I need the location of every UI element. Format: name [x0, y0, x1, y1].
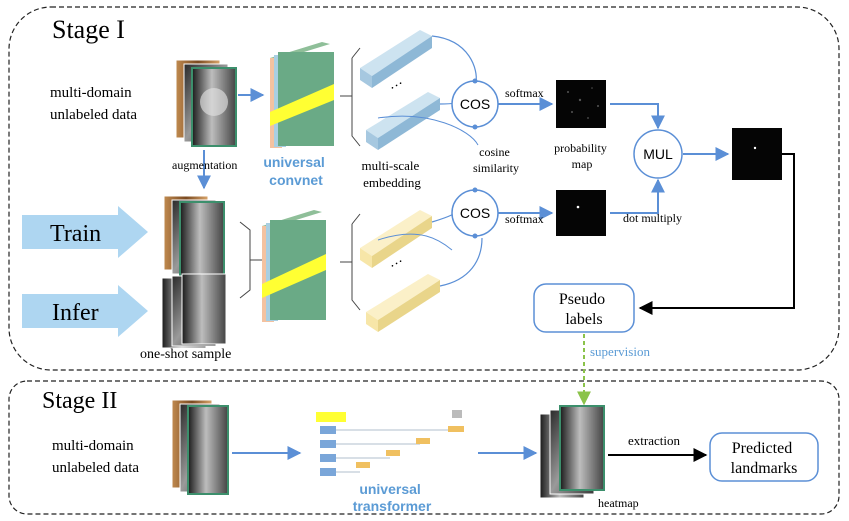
stage2-input-label: multi-domain unlabeled data: [52, 438, 139, 476]
pseudo-labels-box: [533, 283, 635, 333]
bracket-lower: [239, 221, 262, 299]
lower-map-point: [576, 205, 580, 209]
one-shot-label: one-shot sample: [140, 347, 231, 362]
cos-node-upper: COS: [451, 78, 499, 130]
arrow-prob-to-mul: [610, 103, 665, 130]
embedding-upper-2: [366, 92, 440, 150]
embedding-lower-1: [360, 210, 432, 268]
arrow-output-to-pseudo: [638, 153, 795, 315]
lower-map-image: [556, 190, 606, 236]
predicted-landmarks-text: Predicted landmarks: [731, 440, 798, 477]
probability-map-noise: [567, 87, 599, 119]
convnet-label: universal convnet: [263, 154, 328, 188]
embedding-label: multi-scale embedding: [361, 158, 422, 190]
embedding-upper-1: [360, 30, 432, 88]
extraction-label: extraction: [628, 433, 680, 448]
curve-embed-cos-lower-b: [439, 237, 483, 287]
cos-node-lower: COS: [451, 187, 499, 239]
cosine-label: cosine similarity: [473, 145, 519, 175]
stage2-frame: [8, 380, 840, 515]
one-shot-image-stack: [161, 273, 227, 349]
stage2-title: Stage II: [42, 388, 117, 414]
bracket-lower-embed: [340, 213, 361, 311]
predicted-landmarks-box: [709, 432, 819, 482]
probability-map-label: probability map: [554, 141, 610, 171]
convnet-upper: [270, 42, 334, 148]
stage1-frame: [8, 6, 840, 371]
transformer-diagram: [316, 410, 464, 476]
train-arrow: Train: [22, 206, 148, 258]
curve-cross: [377, 115, 479, 146]
input-label: multi-domain unlabeled data: [50, 85, 137, 123]
mul-node: MUL: [633, 129, 683, 179]
cos-lower-label: COS: [460, 205, 490, 221]
output-map-image: [732, 128, 782, 180]
embedding-lower-2: [366, 274, 440, 332]
arrow-lower-to-mul: [610, 178, 665, 214]
infer-label: Infer: [52, 300, 99, 326]
bracket-upper: [340, 47, 361, 147]
train-label: Train: [50, 221, 101, 247]
pseudo-labels-text: Pseudo labels: [559, 291, 609, 328]
convnet-lower: [262, 210, 326, 322]
transformer-label: universal transformer: [353, 481, 432, 514]
heatmap-label: heatmap: [598, 496, 639, 510]
input-image-stack: [175, 59, 237, 147]
cos-upper-label: COS: [460, 96, 490, 112]
ellipsis-upper: ···: [387, 76, 407, 96]
softmax-lower-label: softmax: [505, 212, 544, 226]
softmax-upper-label: softmax: [505, 86, 544, 100]
mul-label: MUL: [643, 146, 673, 162]
infer-arrow: Infer: [22, 285, 148, 337]
probability-map-image: [556, 80, 606, 128]
curve-embed-cos-upper-a: [431, 35, 477, 83]
supervision-label: supervision: [590, 344, 650, 359]
heatmap-image-stack: [539, 405, 605, 499]
curve-cross-2: [377, 233, 453, 251]
train-image-stack: [163, 195, 225, 277]
dot-multiply-label: dot multiply: [623, 211, 682, 225]
stage2-input-stack: [171, 399, 229, 495]
augmentation-label: augmentation: [172, 158, 237, 172]
ellipsis-lower: ···: [387, 254, 407, 274]
output-map-point: [753, 146, 757, 150]
stage1-title: Stage I: [52, 15, 125, 44]
